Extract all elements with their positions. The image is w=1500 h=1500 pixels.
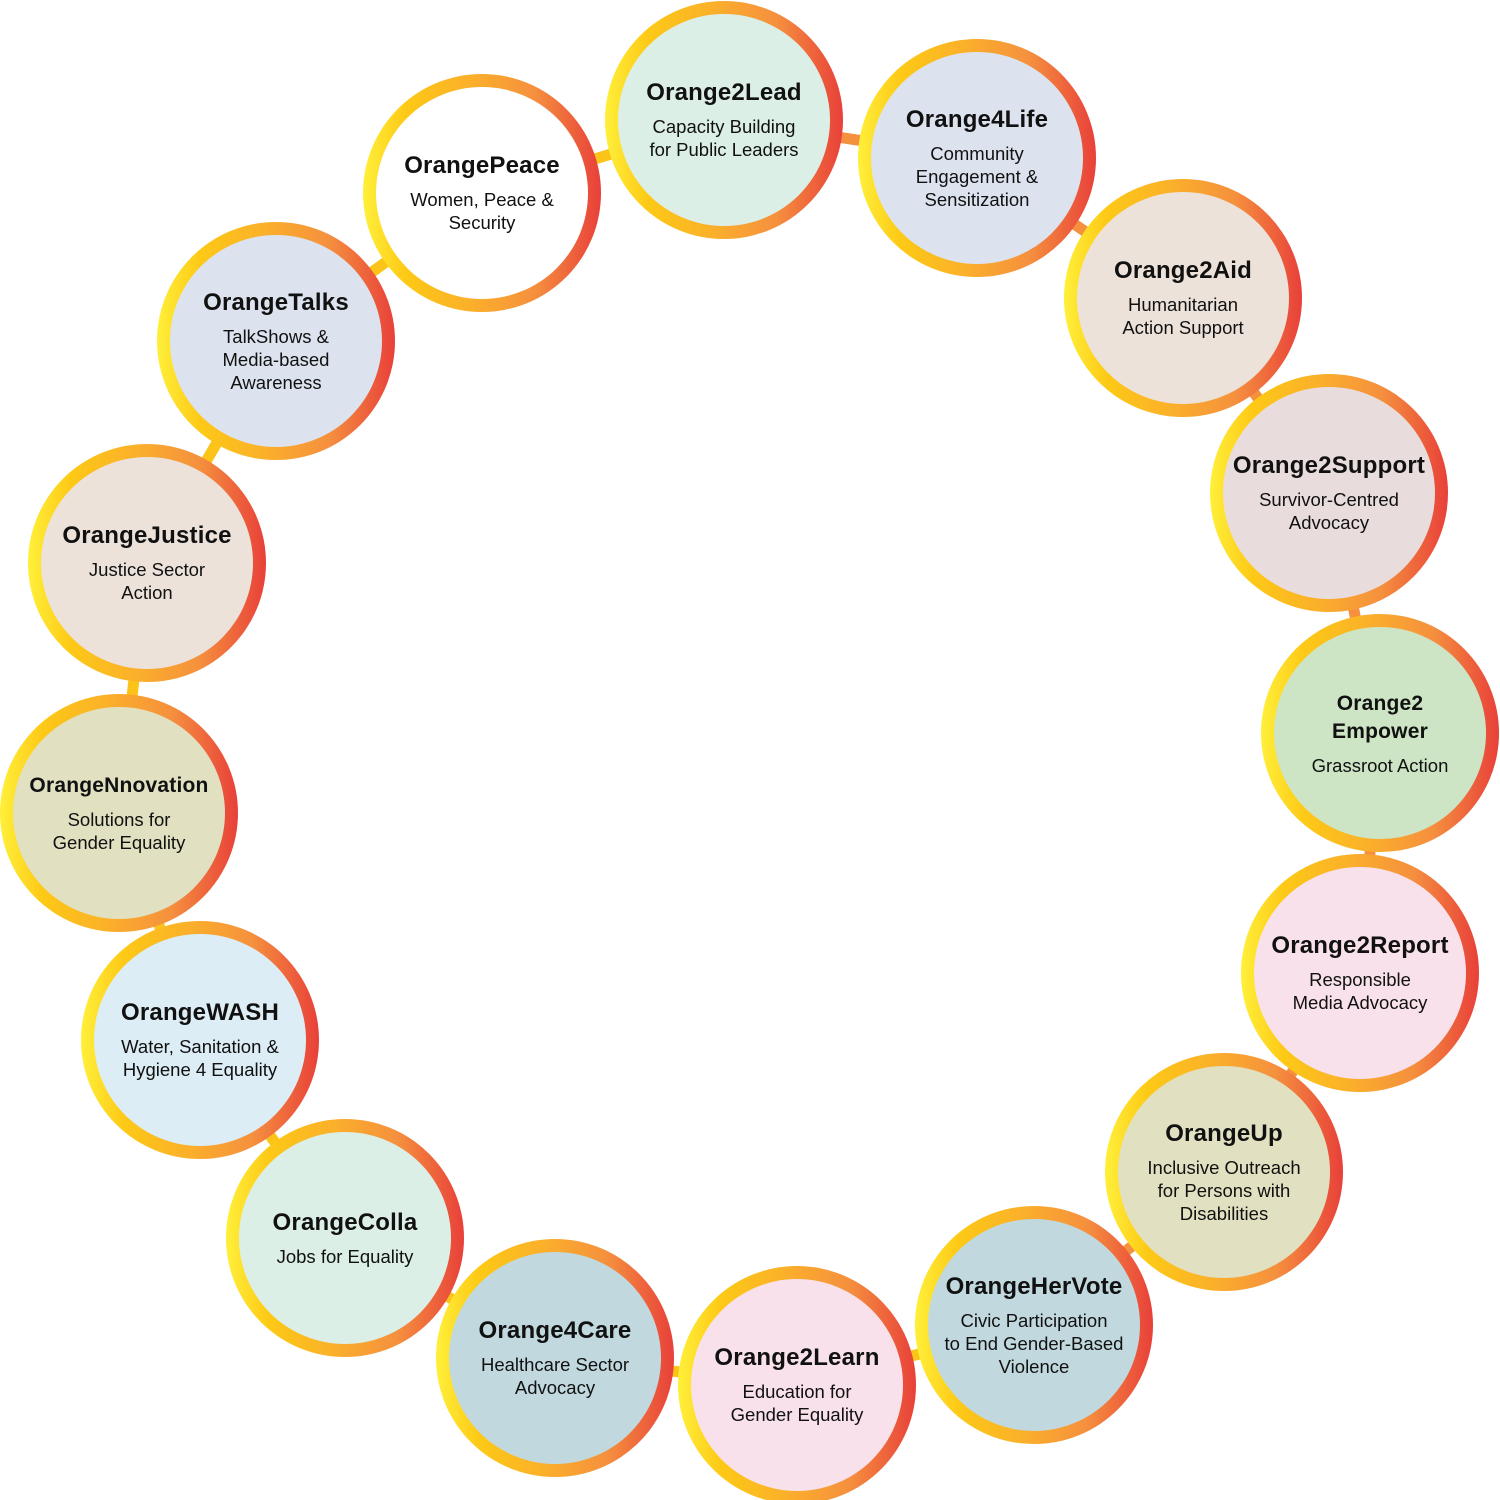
program-title: Orange2Learn bbox=[714, 1344, 880, 1371]
program-title: Orange4Life bbox=[905, 105, 1049, 133]
program-title: OrangeWASH bbox=[120, 999, 280, 1026]
program-title: OrangeHerVote bbox=[945, 1272, 1123, 1300]
program-title: Orange2Aid bbox=[1113, 257, 1253, 284]
program-subtitle: Inclusive Outreach for Persons with Disa… bbox=[1147, 1156, 1301, 1224]
program-subtitle: Solutions for Gender Equality bbox=[52, 809, 186, 853]
program-title: OrangeNnovation bbox=[29, 774, 209, 797]
program-title: Orange4Care bbox=[478, 1317, 632, 1344]
program-title: Orange2Lead bbox=[646, 79, 802, 106]
program-title: OrangePeace bbox=[404, 152, 560, 179]
program-title: Orange2Support bbox=[1232, 452, 1426, 479]
program-title: OrangeJustice bbox=[62, 522, 232, 549]
program-subtitle: Women, Peace & Security bbox=[410, 189, 554, 233]
program-subtitle: Justice Sector Action bbox=[88, 559, 206, 603]
program-subtitle: Responsible Media Advocacy bbox=[1292, 969, 1428, 1013]
program-title: OrangeTalks bbox=[203, 288, 349, 316]
program-subtitle: Community Engagement & Sensitization bbox=[915, 142, 1039, 210]
program-subtitle: Humanitarian Action Support bbox=[1122, 294, 1244, 338]
program-node-orangewash: OrangeWASH Water, Sanitation & Hygiene 4 … bbox=[81, 921, 319, 1159]
program-subtitle: Water, Sanitation & Hygiene 4 Equality bbox=[121, 1036, 279, 1080]
program-title: Orange2Report bbox=[1271, 932, 1449, 959]
program-subtitle: TalkShows & Media-based Awareness bbox=[222, 325, 330, 393]
program-title: OrangeColla bbox=[272, 1208, 418, 1236]
program-title: OrangeUp bbox=[1165, 1119, 1283, 1147]
program-title: Orange2 Empower bbox=[1332, 691, 1428, 743]
program-subtitle: Grassroot Action bbox=[1311, 754, 1449, 776]
program-subtitle: Survivor-Centred Advocacy bbox=[1259, 489, 1399, 533]
program-subtitle: Healthcare Sector Advocacy bbox=[480, 1354, 630, 1398]
program-subtitle: Jobs for Equality bbox=[276, 1245, 414, 1267]
program-node-fill: OrangeWASH Water, Sanitation & Hygiene 4 … bbox=[94, 934, 306, 1146]
program-subtitle: Capacity Building for Public Leaders bbox=[649, 116, 799, 160]
program-subtitle: Education for Gender Equality bbox=[730, 1381, 864, 1425]
program-subtitle: Civic Participation to End Gender-Based … bbox=[944, 1309, 1124, 1377]
